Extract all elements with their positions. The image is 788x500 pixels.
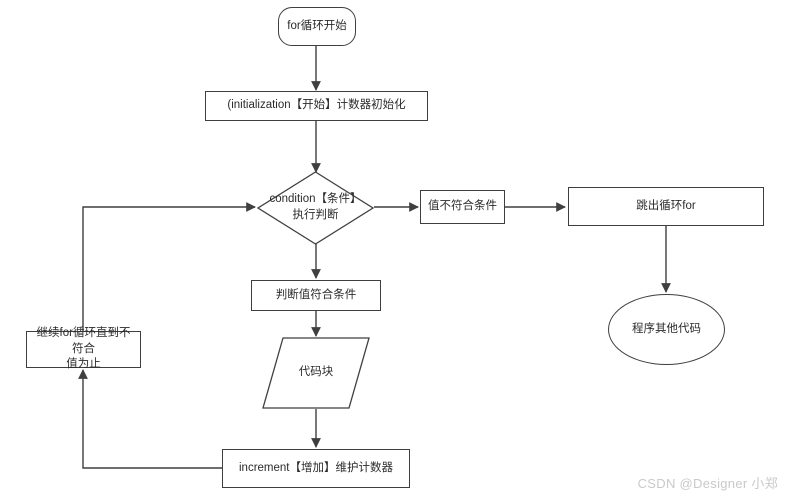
node-value-not-match[interactable]: 值不符合条件	[420, 190, 505, 224]
node-other-code[interactable]: 程序其他代码	[608, 294, 725, 365]
node-increment[interactable]: increment【增加】维护计数器	[222, 449, 410, 488]
watermark: CSDN @Designer 小郑	[637, 476, 778, 491]
parallelogram-shape	[262, 337, 370, 409]
diamond-shape	[256, 171, 375, 245]
node-code-block-label: 代码块	[298, 366, 334, 379]
edge-increment-to-continue-loop	[78, 369, 222, 469]
node-condition-label: condition【条件】 执行判断	[269, 193, 362, 221]
node-value-match-label: 判断值符合条件	[275, 288, 357, 301]
node-start[interactable]: for循环开始	[278, 7, 356, 46]
node-increment-label: increment【增加】维护计数器	[239, 461, 393, 474]
node-value-match[interactable]: 判断值符合条件	[251, 280, 381, 311]
node-value-not-match-label: 值不符合条件	[428, 200, 497, 213]
node-continue-loop[interactable]: 继续for循环直到不符合 值为止	[26, 327, 141, 370]
node-init-label: (initialization【开始】计数器初始化	[227, 99, 406, 112]
edge-continue-loop-to-condition	[82, 202, 256, 331]
node-condition[interactable]: condition【条件】 执行判断	[256, 171, 375, 245]
node-other-code-label: 程序其他代码	[632, 322, 701, 335]
node-break-for[interactable]: 跳出循环for	[568, 187, 764, 226]
node-continue-loop-label: 继续for循环直到不符合 值为止	[36, 327, 131, 371]
node-init[interactable]: (initialization【开始】计数器初始化	[205, 91, 428, 121]
node-code-block[interactable]: 代码块	[262, 337, 370, 409]
node-start-label: for循环开始	[287, 19, 347, 32]
node-break-for-label: 跳出循环for	[636, 199, 696, 212]
